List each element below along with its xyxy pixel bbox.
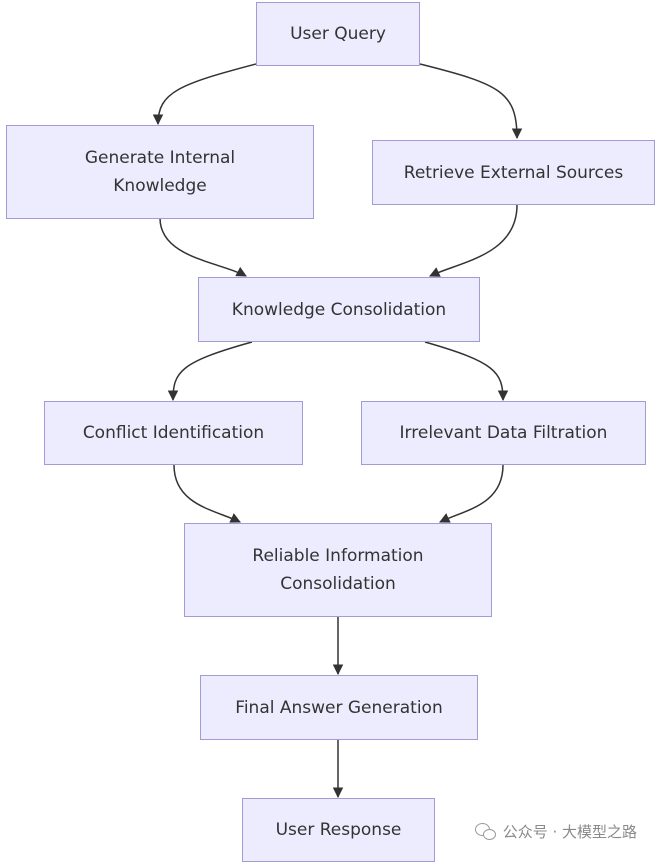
- node-final-answer-generation: Final Answer Generation: [200, 675, 478, 740]
- node-final-answer-generation-label: Final Answer Generation: [235, 697, 443, 718]
- watermark: 公众号 · 大模型之路: [474, 821, 637, 842]
- node-conflict-identification: Conflict Identification: [44, 401, 303, 465]
- edge-consolidation-to-conflict: [167, 341, 253, 402]
- edge-conflict-to-reliable: [173, 464, 241, 523]
- node-user-response-label: User Response: [275, 820, 402, 840]
- node-reliable-information-consolidation-label: Reliable Information Consolidation: [252, 546, 424, 594]
- edge-external-to-consolidation: [429, 204, 518, 277]
- edge-internal-to-consolidation: [159, 217, 247, 277]
- node-conflict-identification-label: Conflict Identification: [82, 423, 265, 443]
- node-user-query: User Query: [256, 2, 420, 66]
- watermark-text: 公众号 · 大模型之路: [502, 823, 637, 841]
- edge-query-to-external: [419, 63, 523, 140]
- edge-query-to-internal: [152, 63, 257, 126]
- node-irrelevant-data-filtration: Irrelevant Data Filtration: [361, 401, 646, 465]
- node-retrieve-external-sources: Retrieve External Sources: [372, 140, 655, 205]
- node-reliable-information-consolidation: Reliable Information Consolidation: [184, 523, 492, 617]
- node-retrieve-external-sources-label: Retrieve External Sources: [403, 162, 624, 183]
- wechat-icon: [474, 822, 497, 841]
- node-irrelevant-data-filtration-label: Irrelevant Data Filtration: [399, 423, 608, 443]
- node-generate-internal-knowledge-label: Generate Internal Knowledge: [84, 148, 236, 196]
- edge-irrelevant-to-reliable: [439, 464, 504, 523]
- node-user-response: User Response: [242, 798, 435, 862]
- node-knowledge-consolidation-label: Knowledge Consolidation: [231, 299, 447, 320]
- node-generate-internal-knowledge: Generate Internal Knowledge: [6, 125, 314, 219]
- node-knowledge-consolidation: Knowledge Consolidation: [198, 277, 480, 342]
- edge-consolidation-to-irrelevant: [424, 341, 509, 402]
- node-user-query-label: User Query: [290, 24, 386, 44]
